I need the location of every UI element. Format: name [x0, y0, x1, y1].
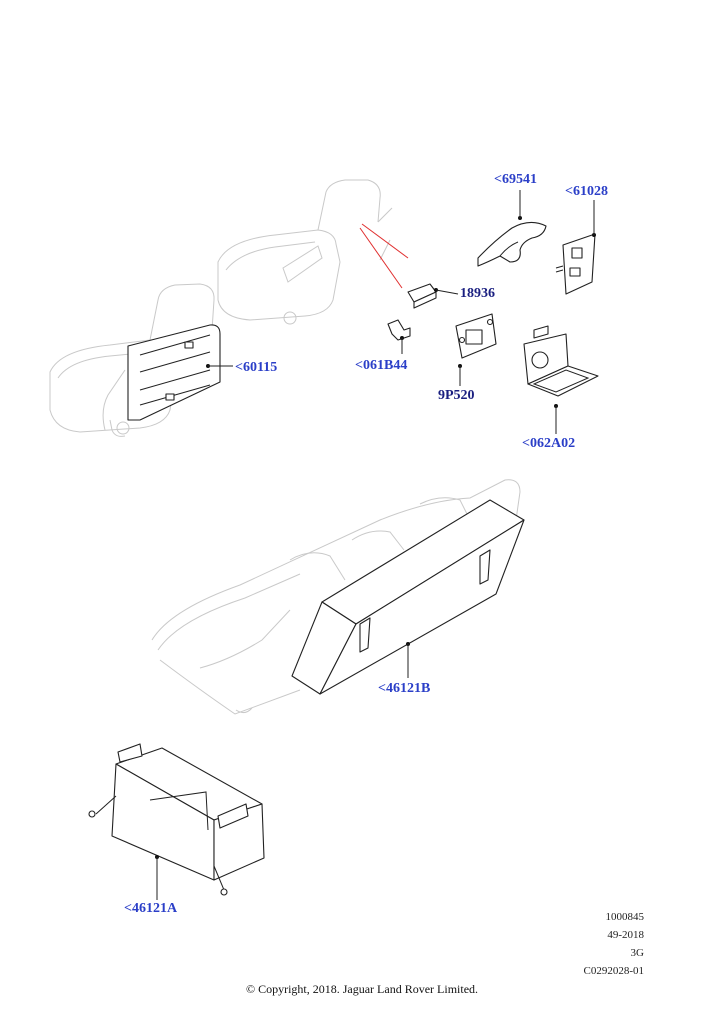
rear-seat-outline [151, 479, 521, 715]
callout-60115[interactable]: <60115 [235, 360, 278, 375]
cup-holder-frame-part[interactable] [523, 325, 599, 397]
callout-062a02[interactable]: <062A02 [522, 436, 576, 451]
callout-61028[interactable]: <61028 [565, 184, 608, 199]
highlight-lines [359, 223, 409, 289]
copyright-notice: © Copyright, 2018. Jaguar Land Rover Lim… [245, 982, 479, 996]
front-seat-right-outline [217, 179, 393, 325]
clip-part[interactable] [387, 319, 411, 341]
hook-part[interactable] [477, 221, 547, 267]
callout-46121b[interactable]: <46121B [378, 681, 431, 696]
seat-back-panel[interactable] [127, 324, 221, 421]
callout-18936[interactable]: 18936 [460, 286, 495, 301]
callout-46121a[interactable]: <46121A [124, 901, 178, 916]
meta-date: 49-2018 [607, 929, 644, 941]
meta-drawing-number: C0292028-01 [583, 965, 645, 977]
seatback-organiser-part[interactable] [291, 499, 525, 695]
callout-061b44[interactable]: <061B44 [355, 358, 408, 373]
bracket-plate-part[interactable] [555, 233, 596, 295]
meta-code: 1000845 [605, 911, 645, 923]
mounting-plate-part[interactable] [455, 313, 497, 359]
callout-9p520[interactable]: 9P520 [438, 388, 475, 403]
connector-part[interactable] [407, 283, 437, 309]
boot-organiser-part[interactable] [88, 743, 265, 896]
callout-69541[interactable]: <69541 [494, 172, 537, 187]
meta-variant: 3G [630, 947, 644, 959]
